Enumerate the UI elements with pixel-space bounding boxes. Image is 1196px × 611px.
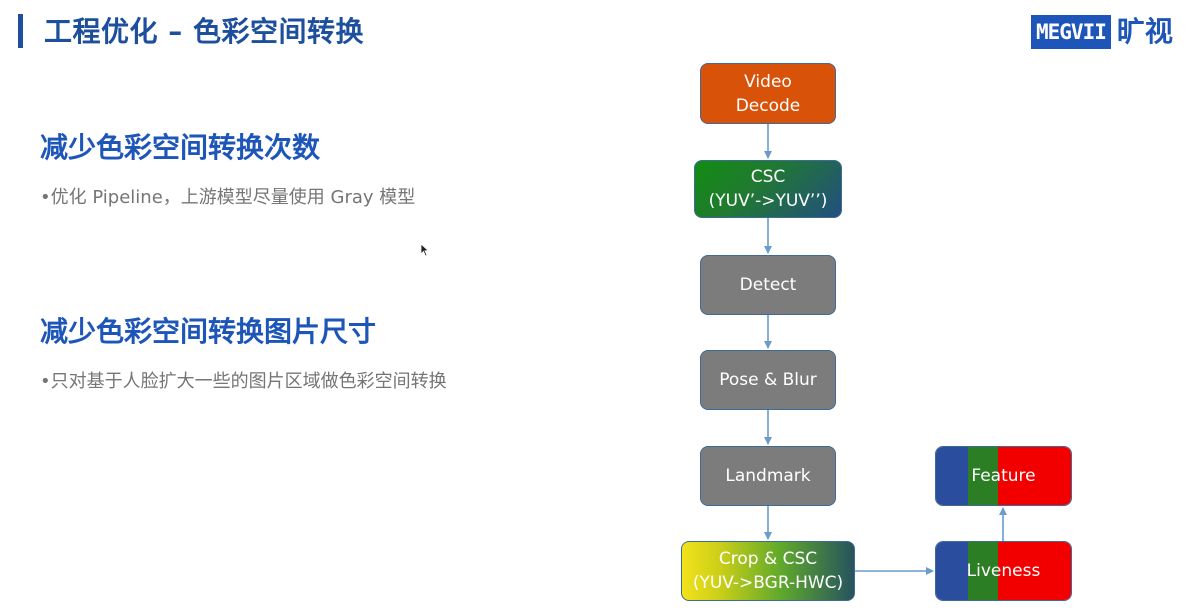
node-csc-line2: (YUV’->YUV’’) [708, 191, 828, 211]
section-heading-reduce-count: 减少色彩空间转换次数 [40, 131, 321, 164]
node-crop-csc: Crop & CSC (YUV->BGR-HWC) [681, 541, 855, 601]
logo-chinese: 旷视 [1116, 15, 1173, 48]
megvii-logo: MEGVII 旷视 [1031, 14, 1173, 50]
node-detect-label: Detect [739, 275, 797, 295]
node-video-line2: Decode [735, 95, 801, 116]
node-detect: Detect [700, 255, 836, 315]
node-video-decode: Video Decode [700, 63, 836, 124]
title-accent-bar [18, 14, 23, 48]
node-landmark-label: Landmark [725, 466, 811, 486]
feature-red-segment [998, 447, 1071, 505]
node-video-line1: Video [744, 71, 792, 92]
node-crop-line1: Crop & CSC [718, 549, 818, 569]
bullet-face-region: •只对基于人脸扩大一些的图片区域做色彩空间转换 [40, 371, 447, 392]
feature-green-segment [968, 447, 998, 505]
node-pose-blur: Pose & Blur [700, 350, 836, 410]
liveness-green-segment [968, 542, 998, 600]
slide-title: 工程优化 – 色彩空间转换 [44, 15, 364, 48]
node-liveness-label: Liveness [966, 561, 1041, 581]
node-liveness: Liveness [935, 541, 1072, 601]
bullet-pipeline: •优化 Pipeline，上游模型尽量使用 Gray 模型 [40, 187, 416, 208]
liveness-red-segment [998, 542, 1071, 600]
node-csc: CSC (YUV’->YUV’’) [694, 160, 842, 218]
node-pose-label: Pose & Blur [719, 370, 817, 390]
feature-blue-segment [936, 447, 968, 505]
node-crop-line2: (YUV->BGR-HWC) [692, 573, 844, 593]
liveness-blue-segment [936, 542, 968, 600]
node-landmark: Landmark [700, 446, 836, 506]
node-feature: Feature [935, 446, 1072, 506]
node-csc-line1: CSC [750, 167, 786, 187]
logo-wordmark: MEGVII [1031, 15, 1111, 49]
node-feature-label: Feature [971, 466, 1036, 486]
mouse-cursor-icon [420, 243, 430, 257]
section-heading-reduce-size: 减少色彩空间转换图片尺寸 [40, 315, 377, 348]
